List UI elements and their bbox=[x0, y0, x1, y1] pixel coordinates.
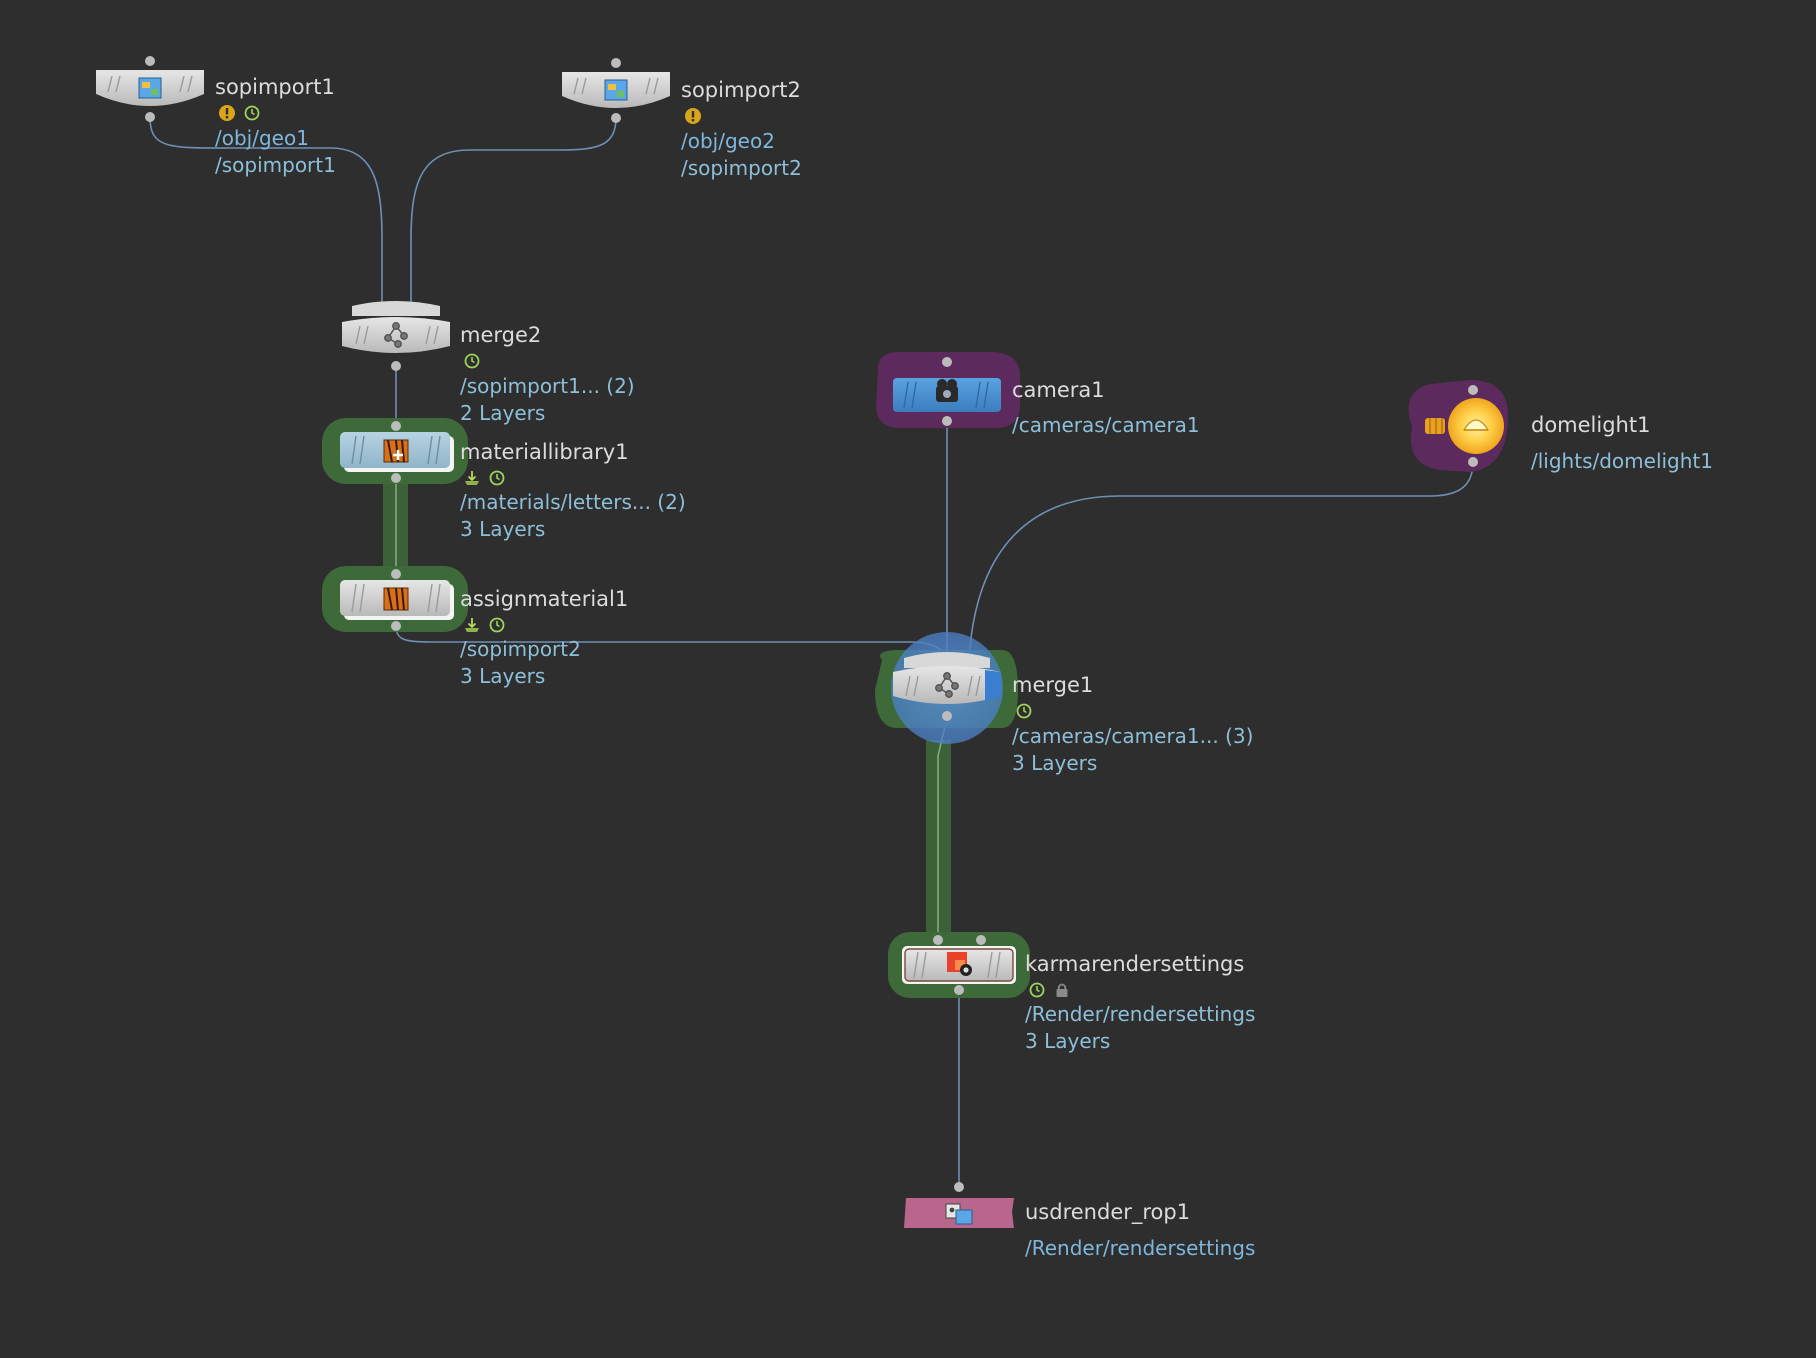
output-connector[interactable] bbox=[145, 112, 155, 122]
node-info-domelight1-prims: /lights/domelight1 bbox=[1531, 449, 1713, 473]
node-karmarendersettings[interactable] bbox=[888, 932, 1030, 998]
merge-icon bbox=[384, 322, 408, 348]
node-info-merge1-prims: /cameras/camera1... (3) bbox=[1012, 724, 1254, 748]
geometry-cube-icon bbox=[138, 77, 162, 99]
node-camera1[interactable] bbox=[876, 351, 1021, 429]
node-sopimport2[interactable] bbox=[562, 58, 670, 123]
node-sopimport1[interactable] bbox=[96, 56, 204, 122]
node-domelight1[interactable] bbox=[1408, 380, 1509, 472]
node-name-sopimport1[interactable]: sopimport1 bbox=[215, 75, 335, 99]
light-bulb-icon bbox=[1425, 398, 1504, 454]
node-info-sopimport1-path: /obj/geo1 bbox=[215, 126, 309, 150]
node-flags-merge1 bbox=[1015, 701, 1033, 721]
node-info-camera1-prims: /cameras/camera1 bbox=[1012, 413, 1200, 437]
node-info-usdrender_rop1-prims: /Render/rendersettings bbox=[1025, 1236, 1256, 1260]
node-name-domelight1[interactable]: domelight1 bbox=[1531, 413, 1651, 437]
input-connector[interactable] bbox=[391, 569, 401, 579]
output-connector[interactable] bbox=[391, 473, 401, 483]
node-merge2[interactable] bbox=[342, 301, 450, 371]
node-name-karmarendersettings[interactable]: karmarendersettings bbox=[1025, 952, 1245, 976]
node-flags-materiallibrary1 bbox=[463, 468, 506, 488]
output-connector[interactable] bbox=[954, 985, 964, 995]
node-merge1[interactable] bbox=[875, 632, 1018, 744]
node-info-karma-prims: /Render/rendersettings bbox=[1025, 1002, 1256, 1026]
node-flags-karmarendersettings bbox=[1028, 980, 1071, 1000]
input-connector[interactable] bbox=[1468, 385, 1478, 395]
material-icon bbox=[383, 587, 409, 611]
render-rop-icon bbox=[945, 1203, 973, 1225]
wire-sopimport2-merge2 bbox=[410, 116, 617, 302]
node-info-sopimport1-prim: /sopimport1 bbox=[215, 153, 336, 177]
input-connector[interactable] bbox=[933, 935, 943, 945]
input-connector[interactable] bbox=[954, 1182, 964, 1192]
render-settings-icon bbox=[947, 952, 972, 976]
node-name-assignmaterial1[interactable]: assignmaterial1 bbox=[460, 587, 629, 611]
time-dependent-icon bbox=[1029, 982, 1045, 998]
merge-icon bbox=[935, 672, 959, 698]
node-info-merge1-layers: 3 Layers bbox=[1012, 751, 1098, 775]
input-connector[interactable] bbox=[145, 56, 155, 66]
camera-icon bbox=[936, 379, 958, 402]
node-name-merge2[interactable]: merge2 bbox=[460, 323, 542, 347]
connection-wires bbox=[149, 116, 1474, 1186]
input-connector[interactable] bbox=[976, 935, 986, 945]
input-connector[interactable] bbox=[942, 357, 952, 367]
output-connector[interactable] bbox=[942, 416, 952, 426]
node-flags-sopimport2 bbox=[684, 106, 702, 126]
output-connector[interactable] bbox=[391, 621, 401, 631]
node-flags-assignmaterial1 bbox=[463, 615, 506, 635]
node-name-materiallibrary1[interactable]: materiallibrary1 bbox=[460, 440, 629, 464]
warning-icon bbox=[219, 105, 235, 121]
wire-sopimport1-merge2 bbox=[149, 116, 383, 302]
node-info-materiallibrary1-prims: /materials/letters... (2) bbox=[460, 490, 686, 514]
node-info-sopimport2-path: /obj/geo2 bbox=[681, 129, 775, 153]
material-library-icon bbox=[383, 439, 409, 463]
output-connector[interactable] bbox=[611, 113, 621, 123]
node-info-merge2-prims: /sopimport1... (2) bbox=[460, 374, 635, 398]
time-dependent-icon bbox=[489, 617, 505, 633]
node-info-karma-layers: 3 Layers bbox=[1025, 1029, 1111, 1053]
output-connector[interactable] bbox=[942, 711, 952, 721]
time-dependent-icon bbox=[244, 105, 260, 121]
node-info-merge2-layers: 2 Layers bbox=[460, 401, 546, 425]
node-flags-sopimport1 bbox=[218, 103, 261, 123]
node-assignmaterial1[interactable] bbox=[322, 566, 468, 632]
output-connector[interactable] bbox=[391, 361, 401, 371]
time-dependent-icon bbox=[489, 470, 505, 486]
node-materiallibrary1[interactable] bbox=[322, 418, 468, 484]
node-info-materiallibrary1-layers: 3 Layers bbox=[460, 517, 546, 541]
time-dependent-icon bbox=[1016, 703, 1032, 719]
output-connector[interactable] bbox=[1468, 457, 1478, 467]
node-name-sopimport2[interactable]: sopimport2 bbox=[681, 78, 801, 102]
warning-icon bbox=[685, 108, 701, 124]
input-connector[interactable] bbox=[391, 421, 401, 431]
node-usdrender_rop1[interactable] bbox=[904, 1182, 1014, 1228]
node-name-merge1[interactable]: merge1 bbox=[1012, 673, 1094, 697]
node-info-assignmaterial1-layers: 3 Layers bbox=[460, 664, 546, 688]
input-connector[interactable] bbox=[611, 58, 621, 68]
load-icon bbox=[465, 618, 479, 632]
load-icon bbox=[465, 471, 479, 485]
lock-icon bbox=[1056, 983, 1068, 997]
time-dependent-icon bbox=[464, 353, 480, 369]
node-info-sopimport2-prim: /sopimport2 bbox=[681, 156, 802, 180]
node-name-usdrender_rop1[interactable]: usdrender_rop1 bbox=[1025, 1200, 1191, 1224]
node-name-camera1[interactable]: camera1 bbox=[1012, 378, 1105, 402]
geometry-cube-icon bbox=[604, 79, 628, 101]
node-info-assignmaterial1-prims: /sopimport2 bbox=[460, 637, 581, 661]
wire-domelight1-merge1 bbox=[968, 461, 1474, 661]
node-flags-merge2 bbox=[463, 351, 481, 371]
